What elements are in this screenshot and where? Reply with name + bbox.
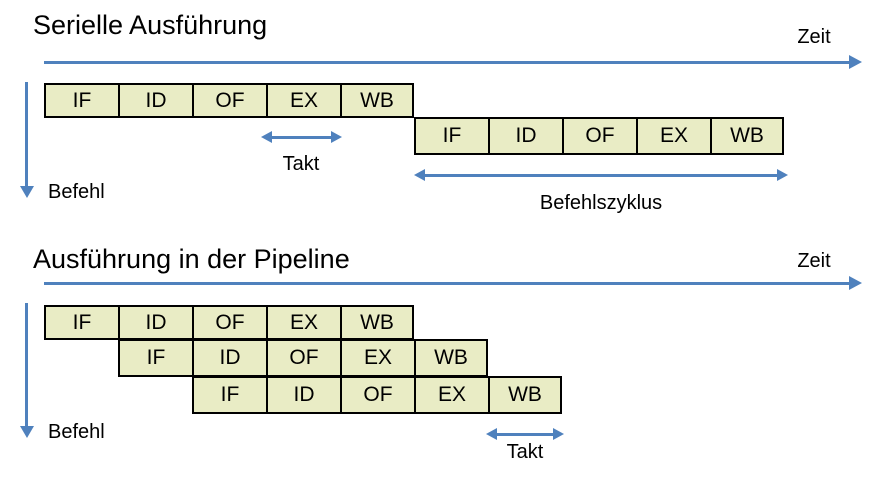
arrowhead-down-icon [19,426,34,438]
arrowhead-right-icon [553,428,564,440]
befehlszyklus-range-arrow [414,168,788,182]
arrowhead-right-icon [849,55,862,69]
befehlszyklus-label: Befehlszyklus [539,192,663,214]
serial-title: Serielle Ausführung [33,10,268,40]
befehl-label: Befehl [48,421,105,443]
stage-cell: ID [266,376,340,414]
stage-cell: IF [44,305,118,340]
time-axis-arrow [44,276,862,290]
arrowhead-left-icon [486,428,497,440]
instruction-row-1: IF ID OF EX WB [44,305,414,340]
time-axis-arrow [44,55,862,69]
stage-cell: WB [710,117,784,155]
arrow-shaft [494,432,556,436]
stage-cell: ID [192,339,266,377]
befehl-label: Befehl [48,181,105,203]
arrowhead-down-icon [19,186,34,198]
stage-cell: WB [414,339,488,377]
stage-cell: WB [340,83,414,118]
instruction-axis-arrow [19,82,34,198]
arrow-shaft [25,303,28,427]
stage-cell: IF [118,339,192,377]
arrowhead-right-icon [777,169,788,181]
pipeline-title: Ausführung in der Pipeline [33,244,350,274]
arrowhead-left-icon [261,131,272,143]
instruction-row-1: IF ID OF EX WB [44,83,414,118]
takt-range-arrow [486,427,564,441]
stage-cell: IF [414,117,488,155]
instruction-axis-arrow [19,303,34,438]
stage-cell: OF [192,83,266,118]
arrow-shaft [422,173,780,177]
instruction-row-2: IF ID OF EX WB [118,339,488,377]
stage-cell: OF [340,376,414,414]
arrowhead-left-icon [414,169,425,181]
arrowhead-right-icon [849,276,862,290]
zeit-label: Zeit [797,26,831,48]
arrow-shaft [269,135,334,139]
stage-cell: WB [488,376,562,414]
instruction-row-2: IF ID OF EX WB [414,117,784,155]
stage-cell: IF [44,83,118,118]
stage-cell: EX [340,339,414,377]
arrow-shaft [25,82,28,187]
stage-cell: IF [192,376,266,414]
stage-cell: EX [266,83,340,118]
takt-label: Takt [282,153,320,175]
arrow-shaft [44,281,850,285]
stage-cell: WB [340,305,414,340]
stage-cell: OF [266,339,340,377]
stage-cell: EX [636,117,710,155]
stage-cell: ID [118,305,192,340]
zeit-label: Zeit [797,250,831,272]
arrowhead-right-icon [331,131,342,143]
arrow-shaft [44,60,850,64]
takt-label: Takt [506,441,544,463]
stage-cell: OF [192,305,266,340]
stage-cell: OF [562,117,636,155]
stage-cell: ID [118,83,192,118]
stage-cell: EX [414,376,488,414]
instruction-row-3: IF ID OF EX WB [192,376,562,414]
takt-range-arrow [261,130,342,144]
stage-cell: EX [266,305,340,340]
stage-cell: ID [488,117,562,155]
